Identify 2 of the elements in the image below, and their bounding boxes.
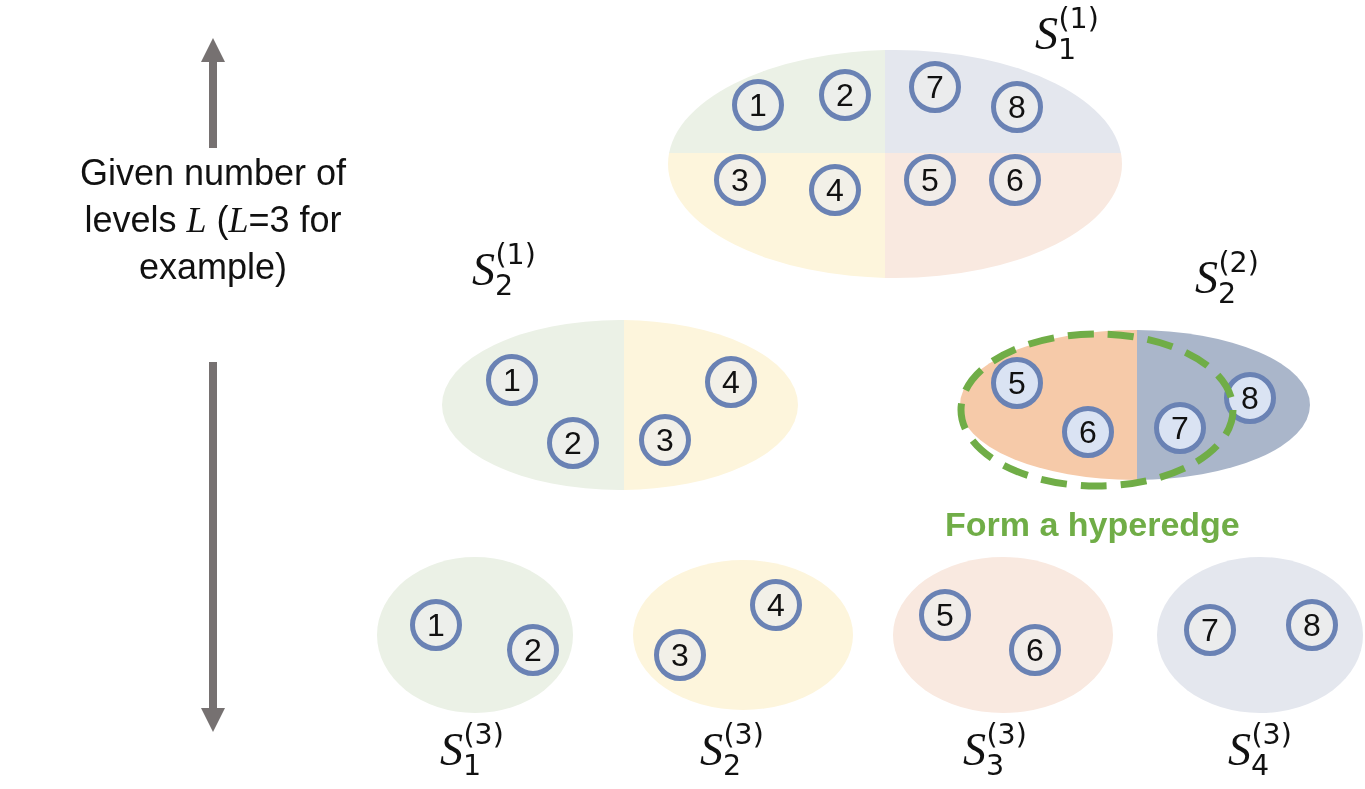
levels-note: Given number of levels L (L=3 for example) (78, 151, 348, 289)
hyperedge-caption: Form a hyperedge (945, 505, 1240, 544)
